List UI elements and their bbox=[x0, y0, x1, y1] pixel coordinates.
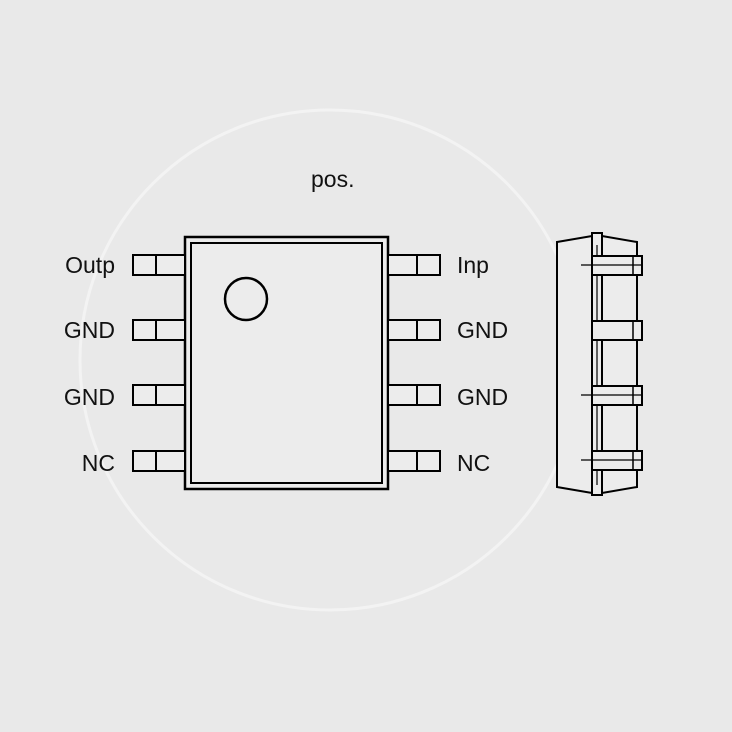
right-pin-4 bbox=[387, 450, 441, 472]
package-body-inner bbox=[190, 242, 383, 484]
left-pin-2-label: GND bbox=[63, 317, 115, 343]
right-pin-4-label: NC bbox=[457, 450, 491, 476]
right-pin-3-label: GND bbox=[457, 384, 509, 410]
right-pin-3 bbox=[387, 384, 441, 406]
left-pin-1-label: Outp bbox=[65, 252, 115, 278]
package-body-outer bbox=[183, 235, 390, 491]
left-pin-4-label: NC bbox=[81, 450, 115, 476]
right-pin-2 bbox=[387, 319, 441, 341]
left-pin-3-label: GND bbox=[63, 384, 115, 410]
right-pins bbox=[387, 254, 441, 472]
right-pin-2-label: GND bbox=[457, 317, 509, 343]
pin1-marker bbox=[223, 276, 269, 322]
right-pin-1 bbox=[387, 254, 441, 276]
left-pin-1 bbox=[132, 254, 186, 276]
left-pin-4 bbox=[132, 450, 186, 472]
side-lead-2 bbox=[591, 320, 643, 341]
left-pins bbox=[132, 254, 186, 472]
left-pin-3 bbox=[132, 384, 186, 406]
position-label: pos. bbox=[311, 166, 355, 192]
side-lead-3 bbox=[581, 385, 643, 406]
package-top-view bbox=[183, 235, 390, 491]
package-side-view bbox=[556, 232, 643, 496]
side-lead-1 bbox=[581, 255, 643, 276]
side-lead-4 bbox=[581, 450, 643, 471]
left-pin-2 bbox=[132, 319, 186, 341]
right-pin-1-label: Inp bbox=[457, 252, 489, 278]
